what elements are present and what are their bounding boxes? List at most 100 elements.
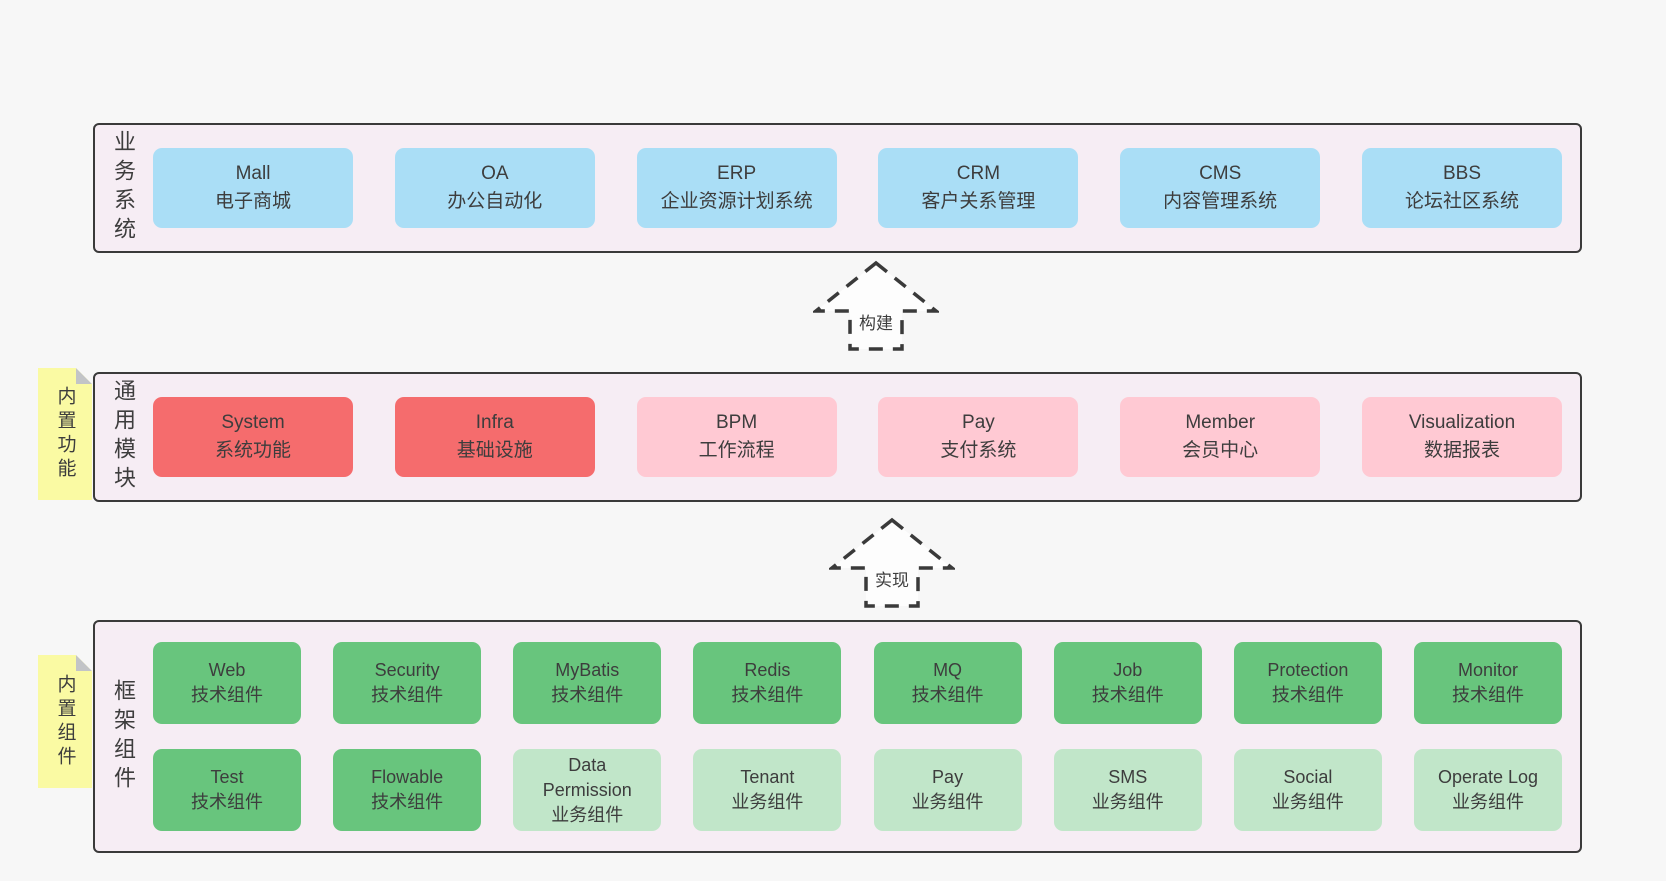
card-subtitle: 办公自动化	[447, 191, 543, 212]
card-subtitle: 技术组件	[191, 792, 263, 812]
component-cards-row-1: Web 技术组件 Security 技术组件 MyBatis 技术组件 Redi…	[153, 642, 1562, 724]
card-subtitle: 客户关系管理	[921, 191, 1036, 212]
card-subtitle: 电子商城	[214, 191, 291, 212]
card-title: Social	[1283, 767, 1333, 787]
builtin-components-note: 内置组件	[38, 655, 92, 788]
card-subtitle: 技术组件	[731, 685, 804, 705]
card-title: Web	[208, 660, 246, 680]
builtin-functions-note: 内置功能	[38, 368, 92, 500]
up-block-arrow-icon	[813, 260, 939, 351]
card-job: Job 技术组件	[1053, 642, 1202, 724]
card-subtitle: 工作流程	[698, 440, 775, 461]
card-sms: SMS 业务组件	[1053, 749, 1202, 831]
build-arrow-icon: 构建	[813, 260, 939, 352]
card-title: MQ	[933, 660, 963, 680]
card-title: OA	[481, 163, 509, 184]
card-subtitle: 技术组件	[191, 685, 263, 705]
card-subtitle: 业务组件	[911, 792, 984, 812]
card-subtitle: 会员中心	[1182, 440, 1259, 461]
card-subtitle: 基础设施	[456, 440, 533, 461]
implement-arrow-icon: 实现	[829, 517, 955, 609]
card-title: BPM	[716, 412, 758, 433]
card-title: BBS	[1442, 163, 1481, 184]
card-title: CMS	[1199, 163, 1242, 184]
card-subtitle: 技术组件	[1451, 685, 1524, 705]
card-title: Monitor	[1457, 660, 1518, 680]
card-title: Pay	[932, 767, 964, 787]
card-subtitle: 技术组件	[1271, 685, 1344, 705]
card-title: Member	[1185, 412, 1256, 433]
business-cards-row: Mall 电子商城 OA 办公自动化 ERP 企业资源计划系统 CRM 客户关系…	[153, 148, 1562, 228]
card-operate-log: Operate Log 业务组件	[1413, 749, 1562, 831]
card-bbs: BBS 论坛社区系统	[1361, 148, 1562, 228]
card-subtitle: 技术组件	[551, 685, 624, 705]
card-subtitle: 技术组件	[1091, 685, 1164, 705]
card-subtitle: 技术组件	[371, 792, 444, 812]
card-mall: Mall 电子商城	[153, 148, 353, 228]
card-crm: CRM 客户关系管理	[878, 148, 1079, 228]
card-tenant: Tenant 业务组件	[693, 749, 842, 831]
common-modules-label: 通用模块	[111, 379, 136, 495]
card-redis: Redis 技术组件	[693, 642, 842, 724]
framework-components-layer: 框架组件 Web 技术组件 Security 技术组件 MyBatis 技术组件…	[93, 620, 1582, 853]
card-title: SMS	[1108, 767, 1148, 787]
card-title: MyBatis	[555, 660, 620, 680]
card-title: Job	[1113, 660, 1143, 680]
framework-components-label: 框架组件	[111, 678, 136, 795]
card-title: Data Permission	[542, 754, 632, 800]
component-cards-row-2: Test 技术组件 Flowable 技术组件 Data Permission …	[153, 749, 1562, 831]
card-system: System 系统功能	[153, 397, 353, 477]
card-title: Visualization	[1408, 412, 1516, 433]
card-pay-component: Pay 业务组件	[873, 749, 1022, 831]
card-title: Flowable	[371, 767, 444, 787]
card-title: CRM	[956, 163, 1001, 184]
card-subtitle: 业务组件	[731, 792, 804, 812]
sticky-fold-corner	[76, 655, 92, 671]
common-modules-layer: 通用模块 System 系统功能 Infra 基础设施 BPM 工作流程 Pay…	[93, 372, 1582, 502]
sticky-note-text: 内置组件	[54, 673, 76, 770]
sticky-note-text: 内置功能	[54, 386, 76, 482]
card-subtitle: 系统功能	[214, 440, 291, 461]
card-subtitle: 业务组件	[1271, 792, 1344, 812]
business-systems-layer: 业务系统 Mall 电子商城 OA 办公自动化 ERP 企业资源计划系统 CRM…	[93, 123, 1582, 253]
card-visualization: Visualization 数据报表	[1361, 397, 1562, 477]
card-mybatis: MyBatis 技术组件	[513, 642, 662, 724]
card-web: Web 技术组件	[153, 642, 301, 724]
card-oa: OA 办公自动化	[394, 148, 595, 228]
card-member: Member 会员中心	[1120, 397, 1321, 477]
card-infra: Infra 基础设施	[394, 397, 595, 477]
card-subtitle: 内容管理系统	[1163, 191, 1278, 212]
card-mq: MQ 技术组件	[873, 642, 1022, 724]
card-subtitle: 数据报表	[1423, 440, 1500, 461]
card-bpm: BPM 工作流程	[636, 397, 837, 477]
card-erp: ERP 企业资源计划系统	[636, 148, 837, 228]
card-pay: Pay 支付系统	[878, 397, 1079, 477]
card-cms: CMS 内容管理系统	[1120, 148, 1321, 228]
card-title: Tenant	[740, 767, 795, 787]
up-block-arrow-icon	[829, 517, 955, 608]
card-title: Protection	[1267, 660, 1349, 680]
card-subtitle: 业务组件	[1451, 792, 1524, 812]
arrow-label: 实现	[875, 570, 909, 590]
component-rows: Web 技术组件 Security 技术组件 MyBatis 技术组件 Redi…	[153, 642, 1562, 831]
card-subtitle: 企业资源计划系统	[660, 191, 813, 212]
business-systems-label: 业务系统	[111, 130, 136, 246]
card-flowable: Flowable 技术组件	[333, 749, 482, 831]
card-subtitle: 业务组件	[551, 804, 624, 825]
card-test: Test 技术组件	[153, 749, 301, 831]
card-title: Security	[374, 660, 440, 680]
card-title: Test	[210, 767, 244, 787]
card-subtitle: 技术组件	[911, 685, 984, 705]
card-title: System	[221, 412, 285, 433]
module-cards-row: System 系统功能 Infra 基础设施 BPM 工作流程 Pay 支付系统…	[153, 397, 1562, 477]
card-subtitle: 技术组件	[371, 685, 444, 705]
card-title: Mall	[235, 163, 271, 184]
card-title: ERP	[717, 163, 757, 184]
card-title: Operate Log	[1437, 767, 1539, 787]
arrow-label: 构建	[859, 313, 893, 333]
card-subtitle: 支付系统	[940, 440, 1017, 461]
card-data-permission: Data Permission 业务组件	[513, 749, 662, 831]
card-monitor: Monitor 技术组件	[1413, 642, 1562, 724]
card-subtitle: 论坛社区系统	[1404, 191, 1519, 212]
card-title: Redis	[744, 660, 791, 680]
